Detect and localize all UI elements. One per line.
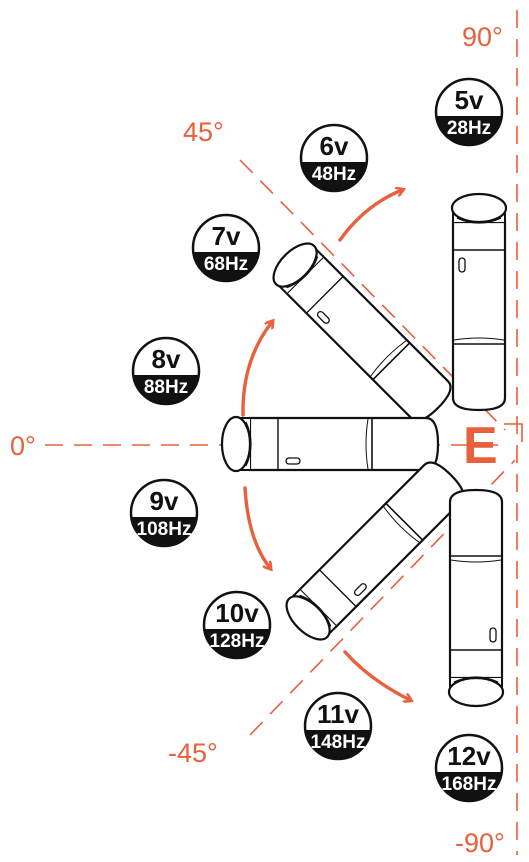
diagonal-minus45-line	[249, 459, 516, 736]
cylinder-minus90	[447, 488, 505, 708]
angle-label-0: 0°	[10, 431, 36, 461]
badge-lower-half	[204, 629, 270, 658]
badge-10v: 10v 128Hz	[202, 590, 272, 660]
badge-voltage: 5v	[455, 85, 484, 115]
badge-frequency: 168Hz	[442, 774, 497, 795]
e-marker-corner	[504, 423, 523, 442]
badge-voltage: 10v	[215, 598, 259, 628]
badge-frequency: 148Hz	[311, 732, 366, 753]
badge-frequency: 108Hz	[137, 519, 192, 540]
angle-label-90: 90°	[462, 22, 503, 52]
e-marker: E	[463, 417, 523, 475]
cylinder-0	[220, 415, 440, 473]
badge-frequency: 48Hz	[312, 164, 356, 185]
angle-label-45: 45°	[183, 117, 224, 147]
badge-5v: 5v 28Hz	[434, 77, 504, 147]
badge-11v: 11v 148Hz	[303, 691, 373, 761]
badge-lower-half	[131, 517, 197, 547]
badge-voltage: 12v	[447, 741, 491, 771]
angle-label-minus45: -45°	[168, 738, 218, 768]
badge-12v: 12v 168Hz	[434, 733, 504, 803]
badge-6v: 6v 48Hz	[299, 123, 369, 193]
cylinder-45	[265, 235, 459, 429]
badge-voltage: 11v	[317, 699, 359, 729]
diagonal-45-line	[239, 159, 506, 431]
arrow-to-minus90	[343, 650, 410, 700]
badge-lower-half	[436, 772, 502, 801]
badge-voltage: 9v	[150, 486, 179, 516]
badge-lower-half	[436, 116, 502, 145]
voltage-badges: 5v28Hz6v48Hz7v68Hz8v88Hz9v108Hz10v128Hz1…	[129, 77, 504, 803]
badge-frequency: 68Hz	[204, 254, 248, 275]
badge-lower-half	[305, 730, 371, 759]
cylinder-minus45	[278, 454, 472, 648]
badge-8v: 8v 88Hz	[131, 336, 201, 406]
arrow-to-minus45	[243, 486, 270, 568]
e-marker-letter: E	[463, 417, 498, 475]
badge-7v: 7v 68Hz	[191, 213, 261, 283]
angle-label-minus90: -90°	[455, 828, 505, 858]
badge-voltage: 7v	[212, 221, 241, 251]
arrow-to-90	[338, 190, 402, 242]
badge-9v: 9v 108Hz	[129, 478, 199, 548]
badge-voltage: 8v	[152, 344, 181, 374]
badge-frequency: 128Hz	[210, 631, 265, 652]
badge-voltage: 6v	[320, 131, 349, 161]
badge-lower-half	[301, 162, 367, 191]
badge-frequency: 28Hz	[447, 118, 491, 139]
badge-lower-half	[133, 375, 199, 405]
badge-frequency: 88Hz	[144, 377, 188, 398]
rotation-arrows	[241, 190, 410, 700]
arrow-to-45	[241, 322, 272, 417]
badge-lower-half	[193, 252, 259, 281]
cylinder-90	[450, 192, 508, 412]
